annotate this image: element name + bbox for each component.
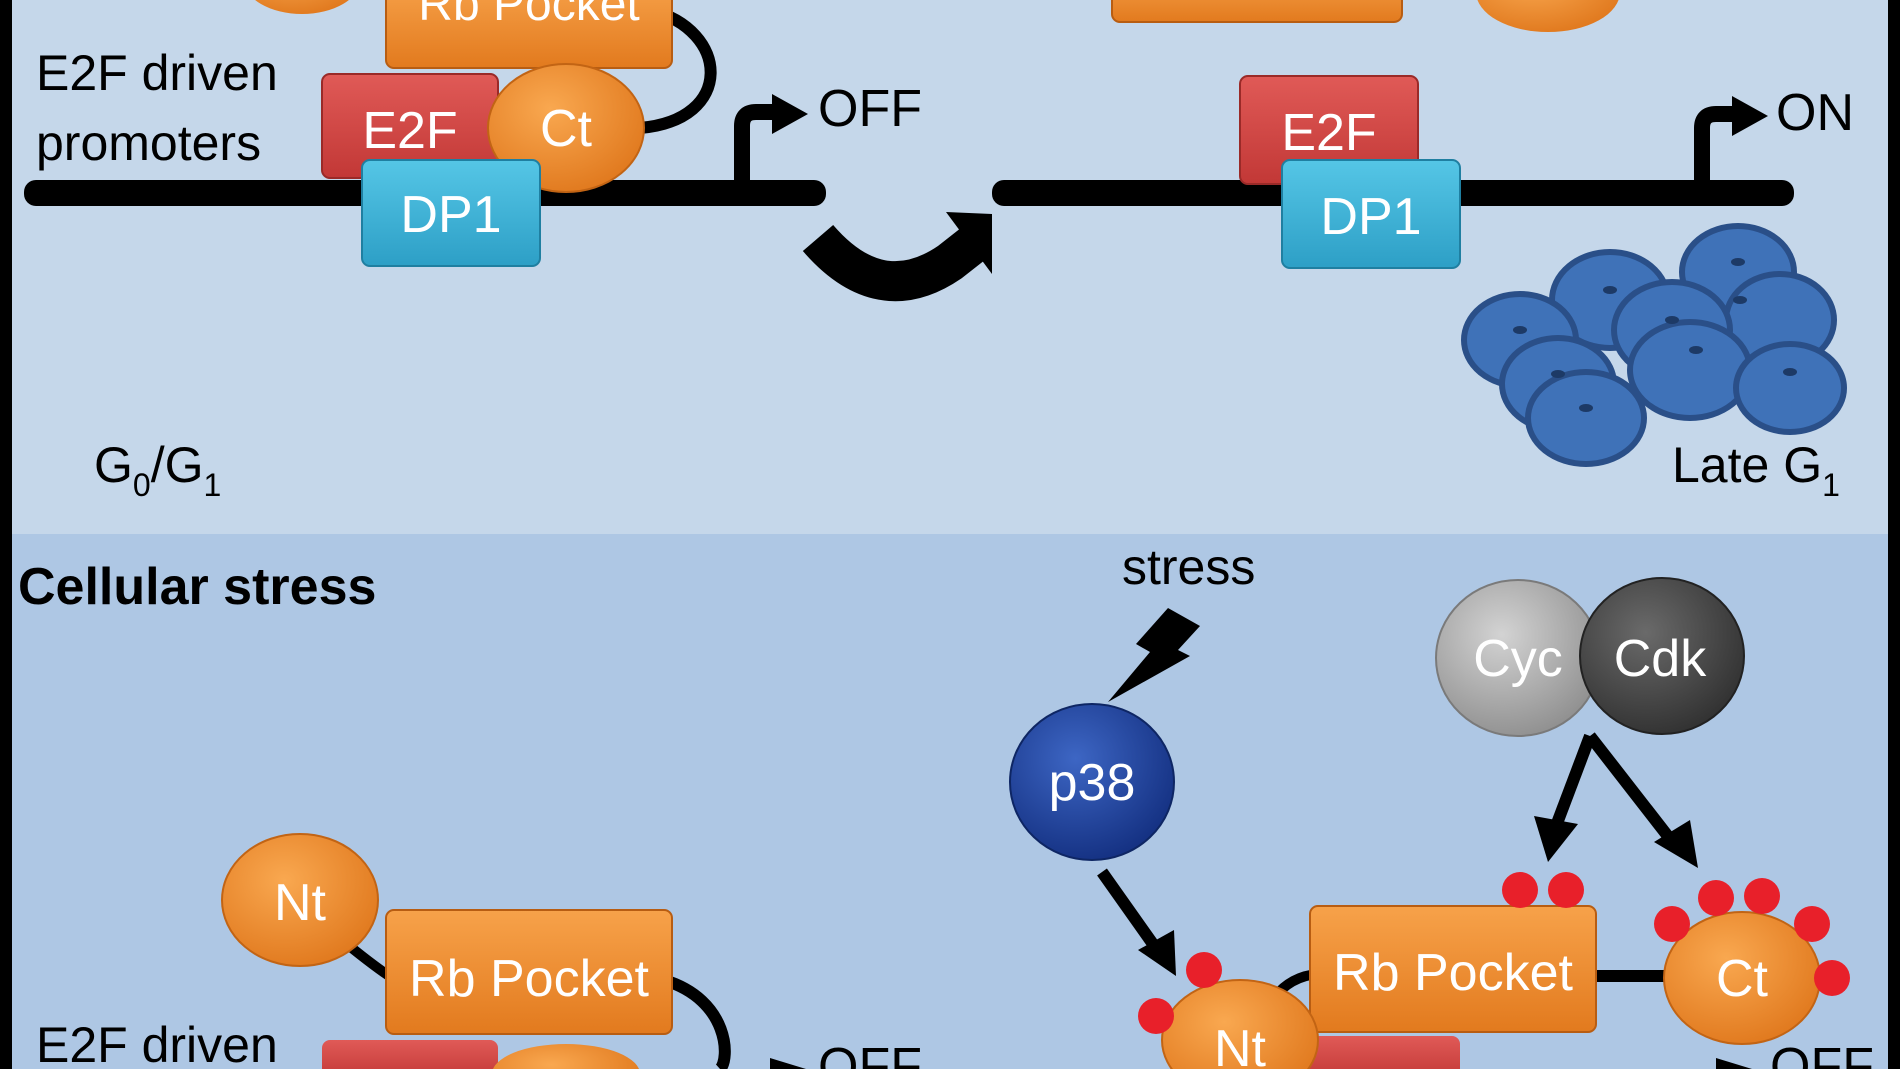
promoter-label-top-line2: promoters bbox=[36, 115, 261, 171]
svg-text:Rb Pocket: Rb Pocket bbox=[409, 950, 649, 1008]
svg-text:E2F: E2F bbox=[362, 102, 457, 160]
cellular-stress-title: Cellular stress bbox=[18, 558, 376, 616]
svg-text:DP1: DP1 bbox=[400, 186, 501, 244]
e2f-bottom-left-partial bbox=[322, 1040, 498, 1069]
p38-kinase: p38 bbox=[1009, 703, 1175, 861]
transition-arrow bbox=[802, 212, 992, 302]
rb-pocket-bottom-right: Rb Pocket bbox=[1309, 905, 1597, 1033]
transcription-arrow-off-top bbox=[734, 94, 808, 186]
svg-text:p38: p38 bbox=[1049, 754, 1136, 812]
transcription-arrow-on-top bbox=[1694, 96, 1768, 186]
phosphate-dot bbox=[1744, 878, 1780, 914]
rb-pocket-top-right-partial bbox=[1111, 0, 1403, 23]
nt-bottom-right: Nt bbox=[1161, 979, 1319, 1069]
svg-text:Cyc: Cyc bbox=[1473, 630, 1563, 688]
on-label-top: ON bbox=[1776, 84, 1854, 142]
rb-pocket-top: Rb Pocket bbox=[385, 0, 673, 69]
svg-text:DP1: DP1 bbox=[1320, 188, 1421, 246]
ct-top-right-partial bbox=[1477, 0, 1619, 32]
svg-text:Nt: Nt bbox=[274, 874, 327, 932]
ct-bottom-left-partial bbox=[493, 1044, 639, 1069]
phosphate-dot bbox=[1502, 872, 1538, 908]
phosphate-dot bbox=[1794, 906, 1830, 942]
svg-text:Rb Pocket: Rb Pocket bbox=[418, 0, 639, 31]
e2f-top-right: E2F bbox=[1239, 75, 1419, 185]
stress-label: stress bbox=[1122, 539, 1255, 595]
phosphate-dot bbox=[1698, 880, 1734, 916]
svg-text:Nt: Nt bbox=[1214, 1020, 1267, 1069]
cyclin: Cyc bbox=[1435, 579, 1601, 737]
promoter-label-bottom-line1: E2F driven bbox=[36, 1017, 278, 1069]
phase-label-late-g1: Late G1 bbox=[1672, 437, 1840, 503]
transcription-arrow-off-bottom-right bbox=[1716, 1058, 1752, 1069]
svg-text:E2F: E2F bbox=[1281, 104, 1376, 162]
rb-pocket-bottom-left: Rb Pocket bbox=[385, 909, 673, 1035]
e2f-top-left: E2F bbox=[321, 73, 499, 179]
svg-text:Rb Pocket: Rb Pocket bbox=[1333, 944, 1573, 1002]
dp1-top-left: DP1 bbox=[361, 159, 541, 267]
svg-text:Ct: Ct bbox=[1716, 950, 1769, 1008]
dp1-top-right: DP1 bbox=[1281, 159, 1461, 269]
phosphate-dot bbox=[1814, 960, 1850, 996]
nt-bottom-left: Nt bbox=[221, 833, 379, 967]
nt-top-partial bbox=[255, 0, 349, 14]
phosphate-dot bbox=[1138, 998, 1174, 1034]
svg-text:Ct: Ct bbox=[540, 100, 593, 158]
phosphate-dots bbox=[1138, 872, 1850, 1034]
cdk-phosphorylation-arrows bbox=[1550, 732, 1679, 848]
p38-to-nt-arrow bbox=[1138, 930, 1176, 976]
cdk: Cdk bbox=[1579, 577, 1745, 735]
transcription-arrow-off-bottom-left bbox=[770, 1058, 806, 1069]
e2f-bottom-right-partial bbox=[1282, 1036, 1460, 1069]
phosphate-dot bbox=[1186, 952, 1222, 988]
phase-label-g0-g1: G0/G1 bbox=[94, 437, 221, 503]
phosphate-dot bbox=[1548, 872, 1584, 908]
phosphate-dot bbox=[1654, 906, 1690, 942]
promoter-label-top-line1: E2F driven bbox=[36, 45, 278, 101]
off-label-bottom-left: OFF bbox=[818, 1038, 922, 1069]
svg-text:Cdk: Cdk bbox=[1614, 630, 1707, 688]
proliferating-cells-icon bbox=[1461, 223, 1847, 467]
off-label-top: OFF bbox=[818, 80, 922, 138]
lightning-bolt-icon bbox=[1108, 608, 1200, 702]
off-label-bottom-right: OFF bbox=[1770, 1038, 1874, 1069]
ct-bottom-right: Ct bbox=[1663, 911, 1821, 1045]
